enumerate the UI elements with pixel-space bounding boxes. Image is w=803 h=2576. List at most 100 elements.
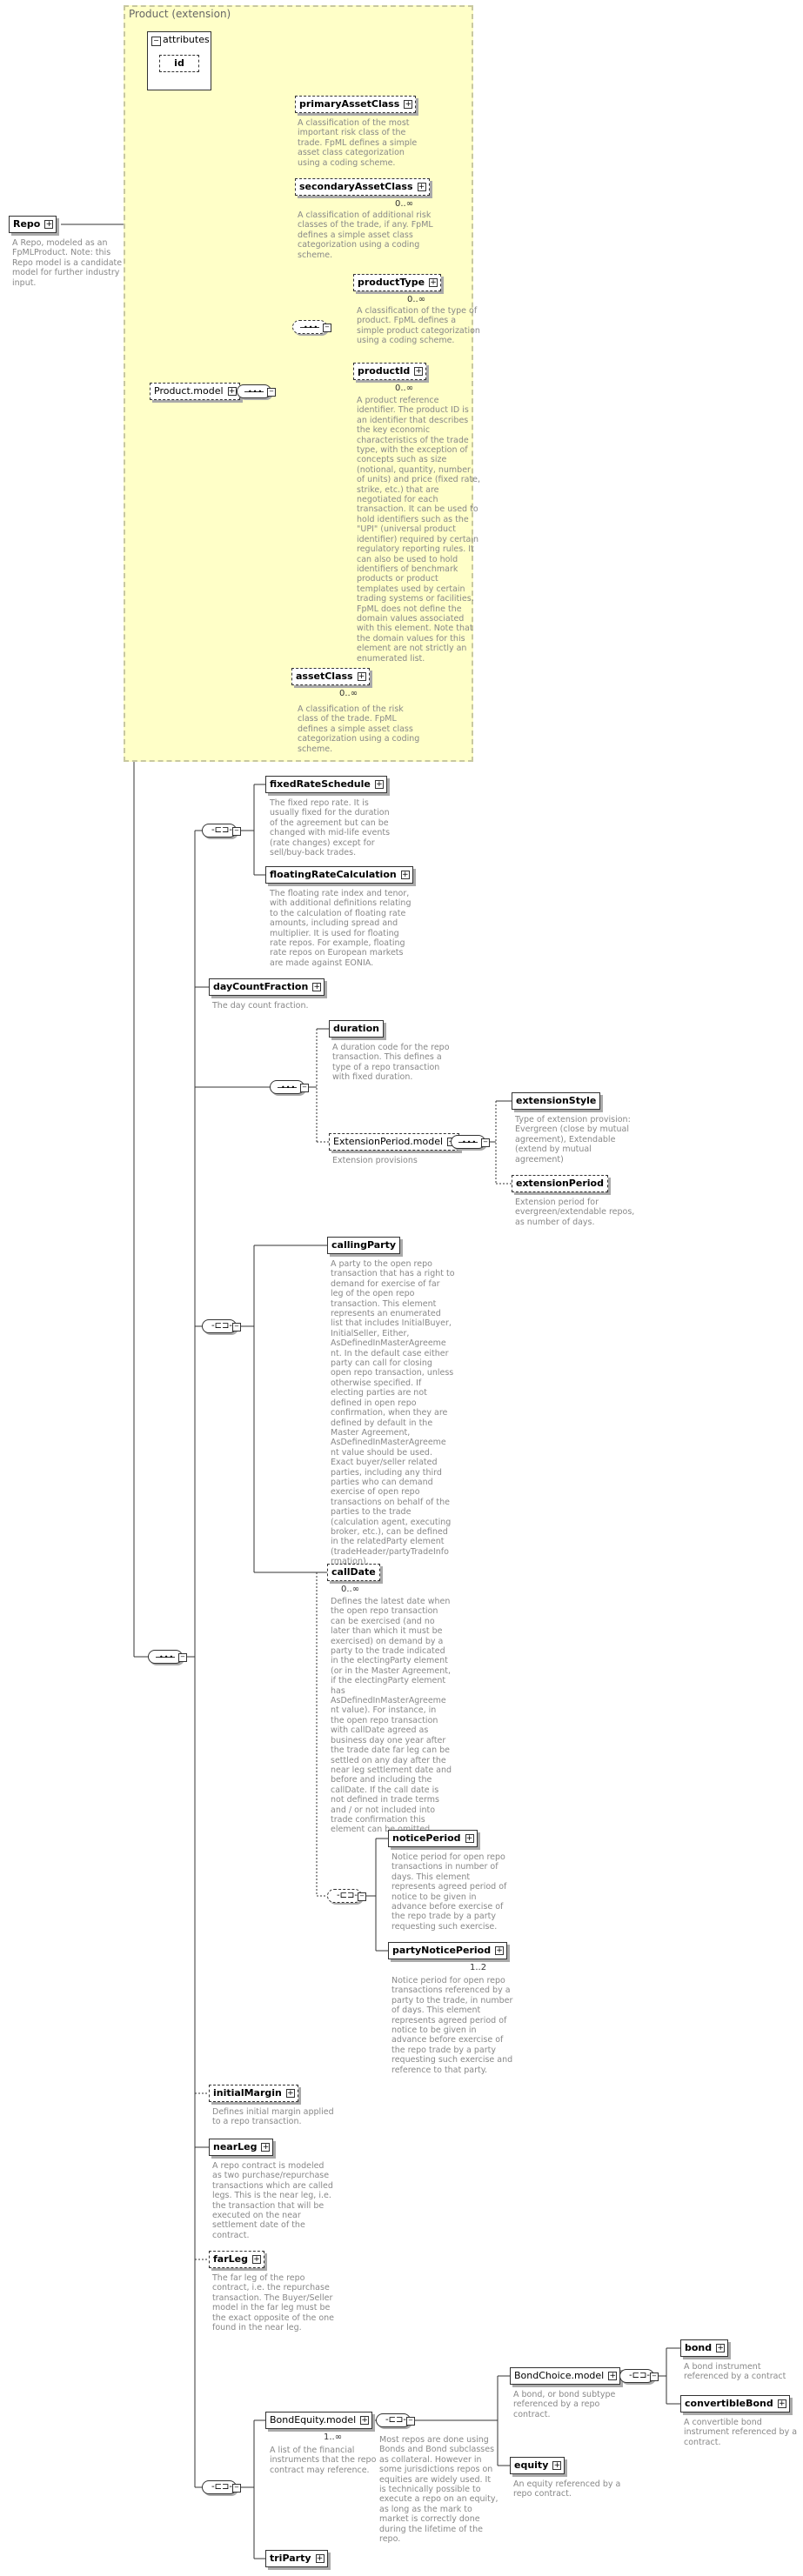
desc-day-count-fraction: The day count fraction. — [212, 1001, 309, 1011]
plus-icon[interactable]: + — [251, 2255, 261, 2264]
desc-near-leg: A repo contract is modeled as two purcha… — [212, 2161, 333, 2240]
node-label: partyNoticePeriod — [392, 1945, 492, 1956]
node-label: extensionPeriod — [516, 1178, 604, 1189]
extension-title: Product (extension) — [129, 8, 231, 20]
node-equity[interactable]: equity+ — [510, 2457, 565, 2474]
node-extension-style[interactable]: extensionStyle — [512, 1092, 601, 1110]
node-near-leg[interactable]: nearLeg+ — [209, 2139, 274, 2156]
card-product-type: 0..∞ — [407, 295, 426, 304]
node-product-type[interactable]: productType + — [353, 274, 442, 291]
desc-initial-margin: Defines initial margin applied to a repo… — [212, 2107, 334, 2127]
plus-icon[interactable]: + — [312, 983, 322, 991]
attribute-id[interactable]: id — [159, 55, 199, 72]
node-bond-equity-model[interactable]: BondEquity.model+ — [265, 2412, 373, 2429]
plus-icon[interactable]: + — [414, 367, 424, 376]
node-label: farLeg — [213, 2253, 248, 2265]
node-primary-asset-class[interactable]: primaryAssetClass + — [295, 96, 417, 113]
node-label: dayCountFraction — [213, 981, 309, 992]
desc-fixed-rate-schedule: The fixed repo rate. It is usually fixed… — [270, 798, 391, 858]
node-duration[interactable]: duration — [329, 1020, 384, 1038]
plus-icon[interactable]: + — [44, 220, 54, 229]
card-call-date: 0..∞ — [341, 1585, 360, 1594]
desc-duration: A duration code for the repo transaction… — [332, 1043, 450, 1083]
desc-secondary-asset-class: A classification of additional risk clas… — [298, 210, 433, 260]
minus-icon[interactable]: − — [151, 37, 161, 46]
node-asset-class[interactable]: assetClass + — [291, 668, 370, 685]
node-label: productId — [358, 365, 411, 377]
node-bond-choice-model[interactable]: BondChoice.model+ — [510, 2367, 621, 2385]
plus-icon[interactable]: + — [552, 2461, 562, 2470]
node-label: callDate — [331, 1566, 376, 1578]
node-label: assetClass — [296, 671, 353, 682]
node-label: primaryAssetClass — [299, 98, 400, 110]
desc-party-notice-period: Notice period for open repo transactions… — [391, 1976, 513, 2075]
node-label: equity — [514, 2459, 549, 2471]
node-party-notice-period[interactable]: partyNoticePeriod+ — [388, 1942, 508, 1959]
desc-bond-equity-choice: Most repos are done using Bonds and Bond… — [379, 2435, 499, 2545]
node-label: ExtensionPeriod.model — [333, 1136, 444, 1147]
desc-asset-class: A classification of the risk class of th… — [298, 704, 420, 754]
card-bond-equity-model: 1..∞ — [324, 2433, 343, 2442]
node-call-date[interactable]: callDate — [327, 1564, 380, 1581]
desc-call-date: Defines the latest date when the open re… — [331, 1597, 452, 1835]
plus-icon[interactable]: + — [465, 1834, 474, 1843]
plus-icon[interactable]: + — [374, 780, 384, 789]
node-repo[interactable]: Repo+ — [9, 216, 57, 233]
plus-icon[interactable]: + — [227, 387, 237, 396]
node-label: bond — [685, 2342, 713, 2353]
node-tri-party[interactable]: triParty+ — [265, 2550, 328, 2567]
node-product-model[interactable]: Product.model+ — [150, 383, 240, 400]
node-far-leg[interactable]: farLeg+ — [209, 2251, 264, 2268]
node-label: duration — [333, 1023, 379, 1034]
plus-icon[interactable]: + — [429, 278, 438, 287]
attributes-group: −attributes id — [147, 31, 211, 90]
node-extension-period[interactable]: extensionPeriod — [512, 1175, 608, 1192]
plus-icon[interactable]: + — [261, 2143, 271, 2152]
node-product-id[interactable]: productId+ — [353, 363, 427, 380]
card-asset-class: 0..∞ — [339, 689, 358, 698]
plus-icon[interactable]: + — [608, 2372, 618, 2380]
node-fixed-rate-schedule[interactable]: fixedRateSchedule+ — [265, 776, 387, 793]
node-bond[interactable]: bond+ — [680, 2339, 729, 2357]
desc-floating-rate-calculation: The floating rate index and tenor, with … — [270, 889, 412, 968]
plus-icon[interactable]: + — [404, 100, 413, 109]
node-label: nearLeg — [213, 2141, 258, 2152]
desc-equity: An equity referenced by a repo contract. — [513, 2479, 621, 2499]
plus-icon[interactable]: + — [417, 183, 426, 191]
desc-product-type: A classification of the type of product.… — [357, 306, 480, 346]
node-initial-margin[interactable]: initialMargin+ — [209, 2085, 298, 2102]
plus-icon[interactable]: + — [400, 871, 410, 879]
choice-icon: -⊏⊐-− — [619, 2369, 659, 2383]
node-label: productType — [358, 277, 425, 288]
desc-calling-party: A party to the open repo transaction tha… — [331, 1259, 455, 1567]
plus-icon[interactable]: + — [315, 2554, 325, 2563]
plus-icon[interactable]: + — [495, 1946, 505, 1955]
attributes-header[interactable]: −attributes — [151, 34, 210, 46]
desc-extension-period: Extension period for evergreen/extendabl… — [515, 1198, 635, 1227]
plus-icon[interactable]: + — [360, 2416, 370, 2425]
sequence-icon: •••− — [292, 320, 331, 334]
plus-icon[interactable]: + — [285, 2089, 295, 2098]
node-label: noticePeriod — [392, 1832, 461, 1844]
desc-repo: A Repo, modeled as an FpMLProduct. Note:… — [12, 238, 123, 288]
node-floating-rate-calculation[interactable]: floatingRateCalculation+ — [265, 866, 413, 884]
plus-icon[interactable]: + — [357, 672, 366, 681]
plus-icon[interactable]: + — [716, 2344, 726, 2352]
sequence-icon: •••− — [270, 1080, 309, 1094]
node-secondary-asset-class[interactable]: secondaryAssetClass+ — [295, 178, 430, 196]
node-day-count-fraction[interactable]: dayCountFraction+ — [209, 978, 325, 996]
plus-icon[interactable]: + — [777, 2399, 786, 2408]
node-notice-period[interactable]: noticePeriod + — [388, 1830, 478, 1847]
node-extension-period-model[interactable]: ExtensionPeriod.model+ — [329, 1133, 460, 1151]
sequence-icon: •••− — [451, 1135, 490, 1149]
node-convertible-bond[interactable]: convertibleBond+ — [680, 2395, 790, 2412]
node-label: fixedRateSchedule — [270, 778, 371, 790]
choice-icon: -⊏⊐-− — [376, 2413, 415, 2427]
sequence-icon: •••− — [237, 384, 276, 398]
node-calling-party[interactable]: callingParty — [327, 1237, 401, 1254]
choice-icon: -⊏⊐-− — [327, 1889, 366, 1903]
desc-bond-equity-model: A list of the financial instruments that… — [270, 2446, 377, 2475]
card-party-notice-period: 1..2 — [470, 1963, 487, 1972]
node-label: Repo — [13, 218, 41, 230]
desc-extension-period-model: Extension provisions — [332, 1156, 418, 1165]
